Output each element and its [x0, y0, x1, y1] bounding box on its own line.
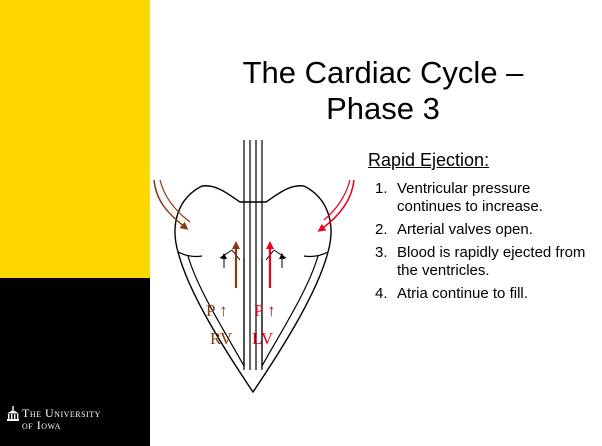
section-subheading: Rapid Ejection:	[368, 150, 489, 171]
right-atrium-inflow-arrow-2	[160, 180, 190, 222]
title-line-1: The Cardiac Cycle –	[178, 55, 588, 91]
lv-pressure-label: P ↑	[254, 301, 276, 320]
list-item-number: 2.	[375, 221, 388, 239]
list-item: 2. Arterial valves open.	[375, 221, 597, 239]
bullet-list: 1. Ventricular pressure continues to incr…	[375, 180, 597, 308]
rv-pressure-label: P ↑	[206, 301, 228, 320]
list-item: 1. Ventricular pressure continues to incr…	[375, 180, 597, 216]
valve-marks	[220, 250, 286, 260]
university-logo: The University of Iowa	[6, 404, 146, 432]
list-item-number: 1.	[375, 180, 388, 198]
slide-title: The Cardiac Cycle – Phase 3	[178, 55, 588, 127]
ventricle-base	[178, 252, 328, 257]
right-atrium-inflow-arrow	[154, 180, 186, 228]
gold-accent-block	[0, 0, 150, 278]
old-capitol-icon	[6, 406, 20, 422]
list-item-text: Atria continue to fill.	[397, 285, 528, 302]
list-item-number: 4.	[375, 285, 388, 303]
rv-label: RV	[210, 329, 233, 348]
list-item-number: 3.	[375, 244, 388, 262]
list-item: 3. Blood is rapidly ejected from the vent…	[375, 244, 597, 280]
list-item-text: Ventricular pressure continues to increa…	[397, 180, 543, 215]
heart-outline	[175, 186, 331, 392]
lv-label: LV	[252, 329, 274, 348]
list-item-text: Arterial valves open.	[397, 221, 533, 238]
list-item-text: Blood is rapidly ejected from the ventri…	[397, 244, 585, 279]
heart-diagram: P ↑ P ↑ RV LV	[140, 140, 372, 400]
title-line-2: Phase 3	[178, 91, 588, 127]
pulmonary-artery	[244, 140, 250, 370]
list-item: 4. Atria continue to fill.	[375, 285, 597, 303]
logo-text-line2: of Iowa	[22, 418, 61, 433]
